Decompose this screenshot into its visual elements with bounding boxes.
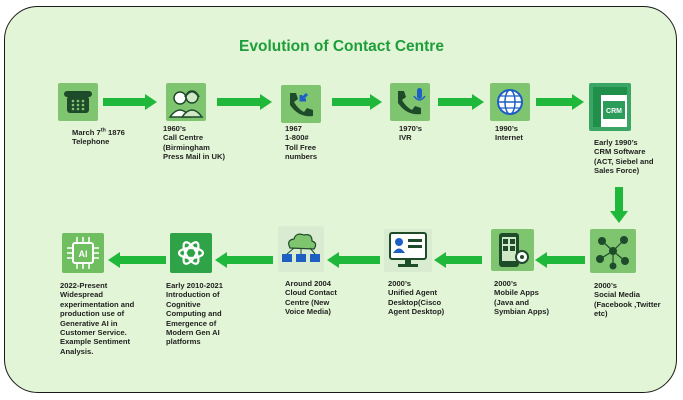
step-label-ivr: 1970’s IVR (399, 124, 422, 143)
step-label-social-media: 2000’s Social Media (Facebook ,Twitter e… (594, 281, 661, 319)
toll-free-phone-icon (281, 85, 321, 123)
flow-arrow-5 (536, 94, 584, 110)
flow-arrow-6 (535, 252, 585, 268)
step-label-internet: 1990’s Internet (495, 124, 523, 143)
ai-chip-icon: AI (62, 233, 104, 273)
agent-desktop-icon (384, 229, 432, 272)
step-label-gen-ai-platforms: Early 2010-2021 Introduction of Cognitiv… (166, 281, 224, 347)
crm-icon-text: CRM (606, 108, 622, 115)
cloud-contact-centre-icon (278, 226, 324, 272)
step-label-generative-ai: 2022-Present Widespread experimentation … (60, 281, 135, 356)
step-label-cloud-contact-centre: Around 2004 Cloud Contact Centre (New Vo… (285, 279, 337, 317)
flow-arrow-down (610, 187, 628, 223)
call-centre-headset-icon (166, 83, 206, 121)
flow-arrow-7 (434, 252, 482, 268)
gen-ai-platform-icon (170, 233, 212, 273)
internet-globe-icon (490, 83, 530, 121)
ivr-phone-icon (390, 83, 430, 121)
crm-software-icon: CRM (589, 83, 631, 131)
diagram-panel (4, 6, 677, 393)
telephone-icon (58, 83, 98, 121)
flow-arrow-10 (108, 252, 166, 268)
flow-arrow-3 (332, 94, 382, 110)
step-label-crm: Early 1990’s CRM Software (ACT, Siebel a… (594, 138, 654, 176)
social-media-icon (590, 229, 636, 273)
flow-arrow-8 (327, 252, 380, 268)
step-label-toll-free: 1967 1-800# Toll Free numbers (285, 124, 318, 162)
step-label-agent-desktop: 2000’s Unified Agent Desktop(Cisco Agent… (388, 279, 445, 317)
flow-arrow-4 (438, 94, 484, 110)
flow-arrow-2 (217, 94, 272, 110)
step-label-telephone: March 7th 1876 Telephone (72, 127, 125, 147)
flow-arrow-1 (103, 94, 157, 110)
step-label-mobile-apps: 2000’s Mobile Apps (Java and Symbian App… (494, 279, 549, 317)
diagram-title: Evolution of Contact Centre (239, 38, 444, 55)
mobile-apps-icon (491, 229, 534, 271)
flow-arrow-9 (215, 252, 273, 268)
ai-icon-text: AI (79, 249, 88, 259)
step-label-call-centre: 1960’s Call Centre (Birmingham Press Mai… (163, 124, 226, 162)
